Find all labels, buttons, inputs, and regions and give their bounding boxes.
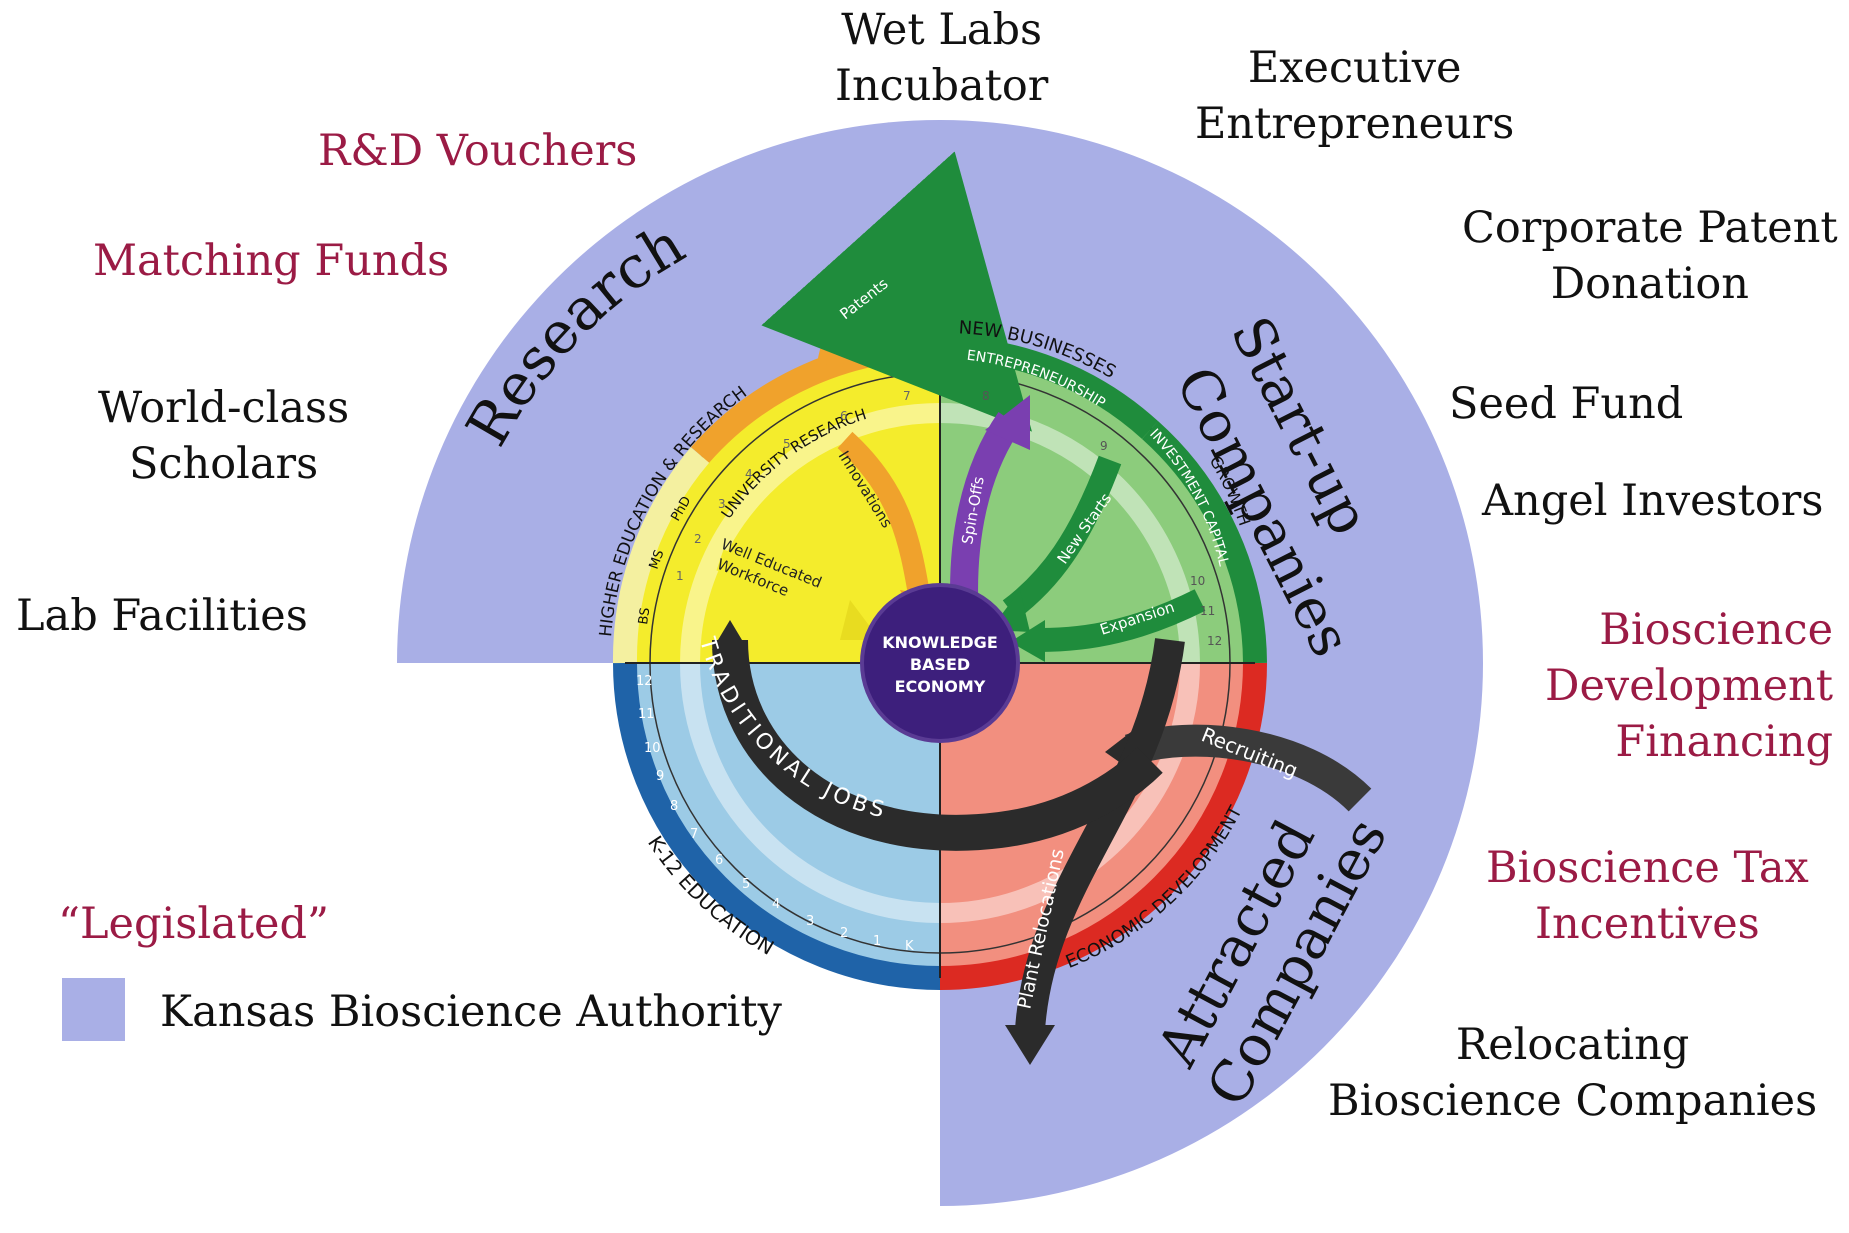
plant-relocations-arrow (1015, 638, 1185, 1032)
patents-arrow (761, 151, 1033, 432)
year-1: 1 (676, 569, 684, 583)
year-9: 9 (1100, 439, 1108, 453)
traditional-jobs-arrow (712, 639, 1163, 851)
bioscience-dev-line-1: Bioscience (1599, 605, 1834, 655)
bioscience-tax-line-2: Incentives (1534, 899, 1760, 949)
expansion-arrow (1039, 589, 1206, 652)
center-line-1: KNOWLEDGE (882, 633, 998, 652)
world-class-scholars-label: World-class Scholars (98, 380, 349, 492)
spinoffs-arrowhead (985, 395, 1030, 450)
degree-bs: BS (636, 607, 653, 626)
executive-line-1: Executive (1247, 43, 1462, 93)
bioscience-tax-label: Bioscience Tax Incentives (1486, 840, 1809, 952)
matching-funds-label: Matching Funds (93, 236, 450, 286)
expansion-arrowhead (1010, 620, 1045, 662)
quadrant-traditional (625, 663, 940, 978)
year-11: 11 (1200, 604, 1215, 618)
legend-kba-label: Kansas Bioscience Authority (160, 987, 782, 1037)
year-10: 10 (1190, 574, 1205, 588)
new-starts-arrow (1002, 455, 1122, 620)
wet-labs-label: Wet Labs Incubator (835, 2, 1048, 114)
year-12: 12 (1207, 634, 1222, 648)
bioscience-tax-line-1: Bioscience Tax (1486, 843, 1809, 893)
bioscience-dev-line-3: Financing (1615, 717, 1834, 767)
center-circle (860, 583, 1020, 743)
relocating-line-1: Relocating (1455, 1020, 1690, 1070)
grade-3: 3 (806, 914, 814, 929)
grade-12: 12 (636, 674, 653, 689)
grade-11: 11 (638, 707, 655, 722)
degree-ms: MS (647, 548, 668, 571)
plant-relocations-arrowhead (1005, 1025, 1055, 1065)
innovations-arrow (837, 431, 931, 602)
grade-2: 2 (840, 926, 848, 941)
wet-labs-line-2: Incubator (835, 61, 1049, 111)
world-class-line-2: Scholars (129, 439, 319, 489)
angel-investors-label: Angel Investors (1482, 476, 1824, 526)
ring-k12 (613, 662, 941, 990)
grade-9: 9 (656, 769, 664, 784)
traditional-jobs-arrowhead (712, 620, 748, 650)
corporate-patent-line-1: Corporate Patent (1462, 203, 1838, 253)
grade-6: 6 (715, 853, 723, 868)
grade-8: 8 (670, 799, 678, 814)
grade-1: 1 (873, 934, 881, 949)
grade-4: 4 (772, 897, 780, 912)
center-line-3: ECONOMY (895, 677, 986, 696)
executive-entrepreneurs-label: Executive Entrepreneurs (1195, 40, 1514, 152)
year-3: 3 (718, 497, 726, 511)
legend-swatch (62, 978, 125, 1041)
year-7: 7 (903, 389, 911, 403)
grade-10: 10 (644, 741, 661, 756)
year-5: 5 (783, 437, 791, 451)
corporate-patent-line-2: Donation (1550, 259, 1749, 309)
year-4: 4 (745, 467, 753, 481)
rd-vouchers-label: R&D Vouchers (318, 126, 638, 176)
year-2: 2 (694, 532, 702, 546)
bioscience-dev-financing-label: Bioscience Development Financing (1545, 602, 1833, 770)
center-line-2: BASED (910, 655, 970, 674)
world-class-line-1: World-class (98, 383, 350, 433)
ring-degrees (612, 447, 710, 664)
year-8: 8 (982, 389, 990, 403)
wet-labs-line-1: Wet Labs (841, 5, 1043, 55)
lab-facilities-label: Lab Facilities (16, 591, 308, 641)
bioscience-dev-line-2: Development (1545, 661, 1834, 711)
corporate-patent-label: Corporate Patent Donation (1462, 200, 1838, 312)
year-6: 6 (840, 409, 848, 423)
grade-7: 7 (690, 827, 698, 842)
relocating-companies-label: Relocating Bioscience Companies (1328, 1017, 1817, 1129)
grade-5: 5 (742, 877, 750, 892)
grade-k: K (905, 939, 914, 954)
legend-legislated: “Legislated” (58, 899, 329, 949)
ring-investment (1141, 421, 1267, 664)
relocating-line-2: Bioscience Companies (1328, 1076, 1818, 1126)
executive-line-2: Entrepreneurs (1195, 99, 1515, 149)
seed-fund-label: Seed Fund (1449, 379, 1684, 429)
